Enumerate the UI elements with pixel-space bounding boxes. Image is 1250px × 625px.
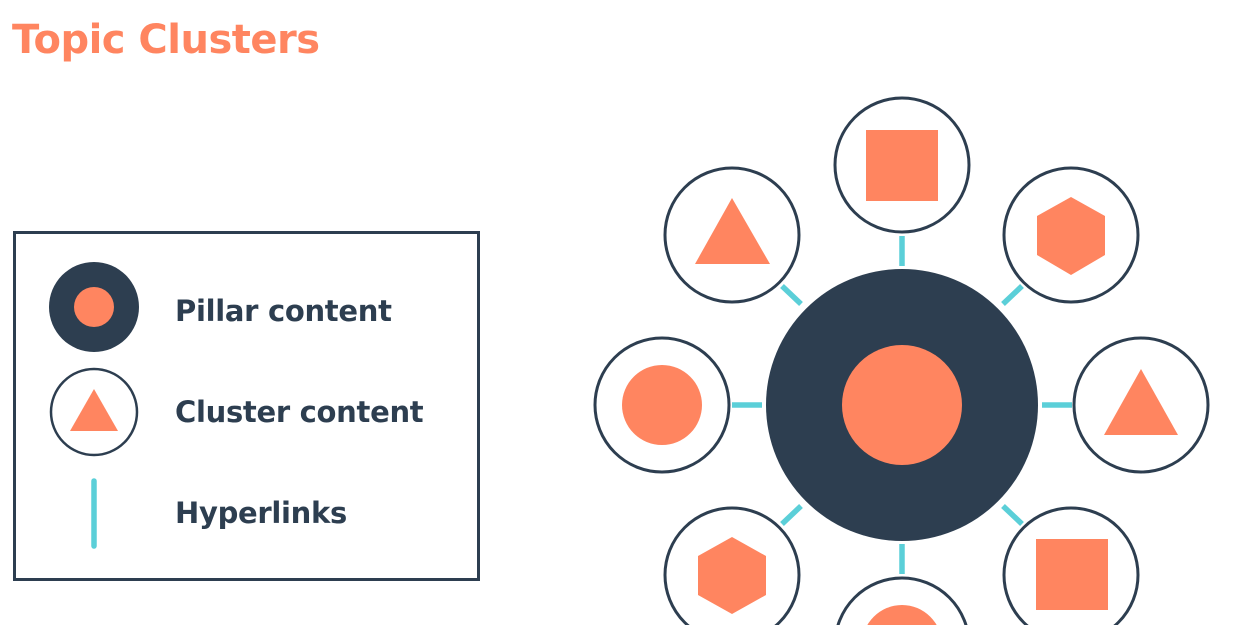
- triangle-icon: [695, 198, 770, 264]
- cluster-node-bottom-left: [663, 506, 801, 625]
- cluster-node-bottom-right: [1002, 506, 1140, 625]
- cluster-node-top-right: [1002, 166, 1140, 304]
- triangle-icon: [1104, 369, 1178, 435]
- hyperlink-bottom-right: [1001, 504, 1024, 526]
- cluster-node-right: [1072, 336, 1210, 474]
- cluster-node-top: [833, 96, 971, 234]
- pillar-node-icon: [49, 262, 139, 352]
- square-icon: [1036, 539, 1108, 610]
- cluster-node-icon: [49, 367, 139, 457]
- page-title: Topic Clusters: [12, 17, 320, 63]
- cluster-node-left: [593, 336, 731, 474]
- hexagon-icon: [1037, 197, 1105, 275]
- hyperlink-top-left: [780, 284, 803, 306]
- hyperlink-top-right: [1001, 284, 1024, 306]
- circle-icon: [867, 605, 937, 625]
- hexagon-icon: [698, 537, 766, 614]
- legend-label-pillar: Pillar content: [175, 294, 392, 328]
- circle-icon: [622, 365, 702, 445]
- legend-box: Pillar content Cluster content Hyperlink…: [13, 231, 480, 581]
- cluster-node-top-left: [663, 166, 801, 304]
- pillar-node: [766, 269, 1038, 541]
- hyperlink-bottom-left: [780, 504, 803, 526]
- legend-label-hyperlinks: Hyperlinks: [175, 496, 347, 530]
- legend-label-cluster: Cluster content: [175, 395, 424, 429]
- hyperlink-connectors: [732, 236, 1072, 574]
- pillar-inner-circle-icon: [842, 345, 962, 465]
- square-icon: [866, 130, 938, 201]
- cluster-node-bottom: [836, 576, 968, 625]
